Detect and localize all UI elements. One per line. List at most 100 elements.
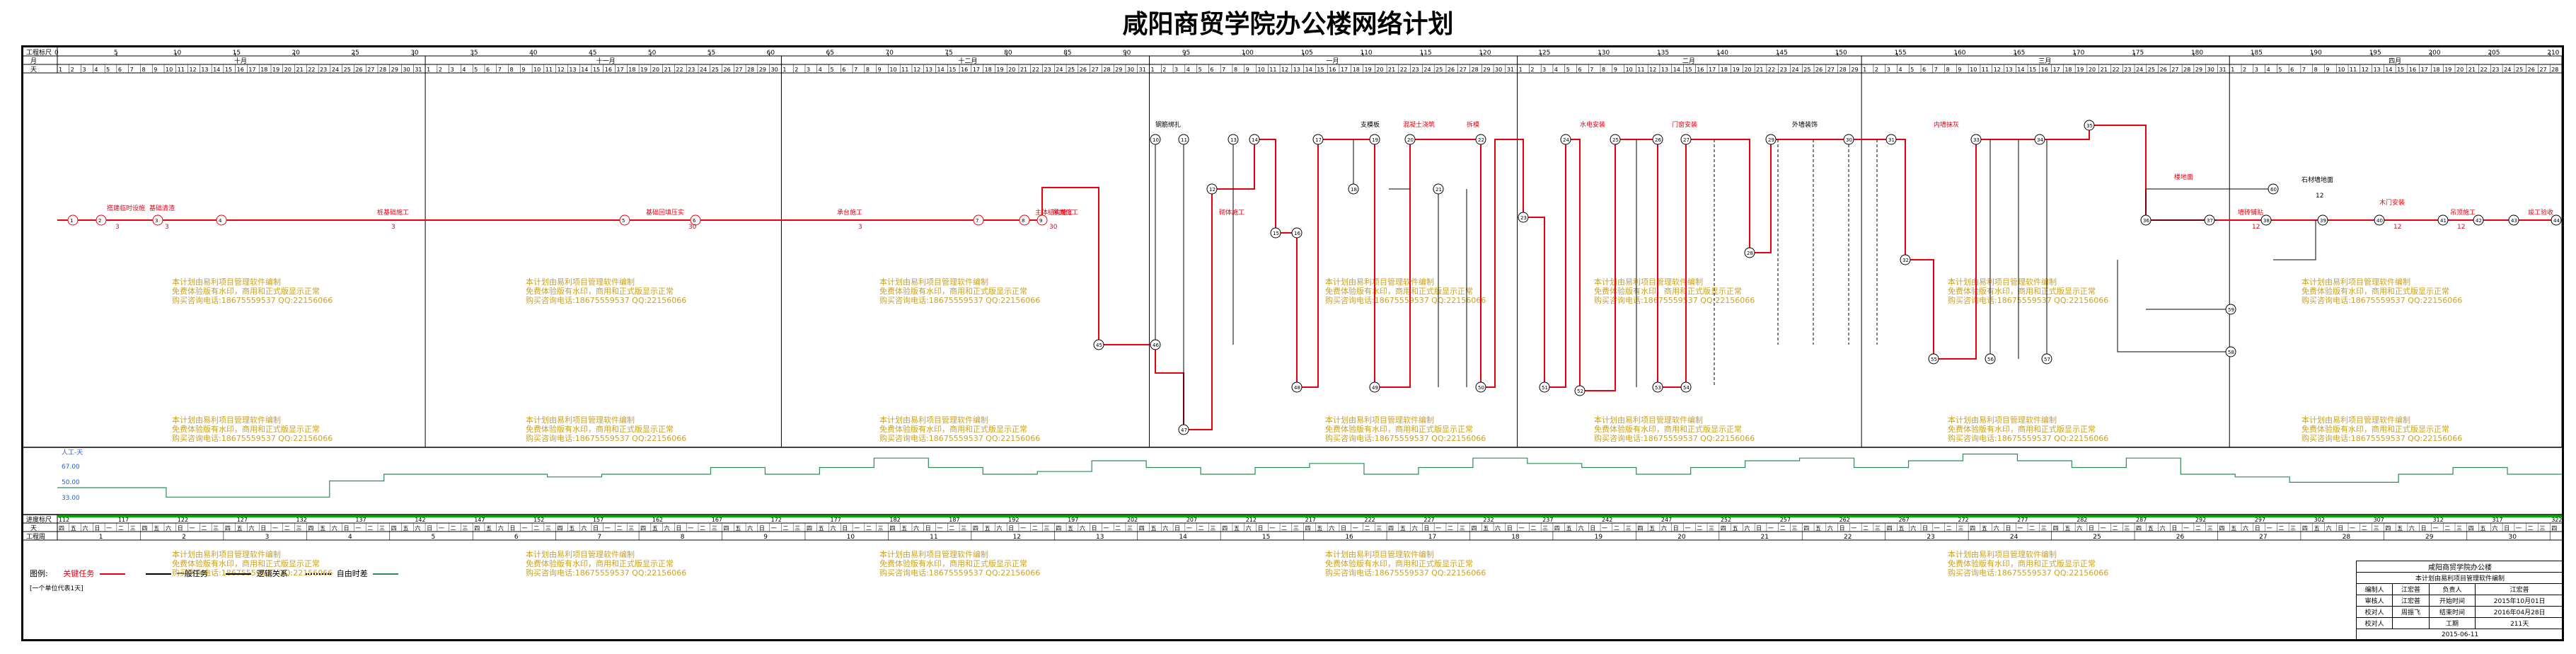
watermark-text: 购买咨询电话:18675559537 QQ:22156066 — [526, 295, 686, 305]
weekday-char: 日 — [178, 525, 183, 532]
network-node-number: 60 — [2270, 187, 2277, 193]
info-editor: 江宏普 — [2392, 583, 2430, 595]
day-number: 5 — [474, 67, 478, 73]
week-number: 1 — [99, 534, 103, 541]
day-number: 6 — [1210, 67, 1213, 73]
watermark-text: 免费体验版有水印，商用和正式版显示正常 — [879, 558, 1027, 568]
week-number: 2 — [182, 534, 186, 541]
task-label-8: 石材墙地面 — [2301, 176, 2333, 184]
weekday-char: 四 — [2136, 525, 2142, 532]
weekday-char: 二 — [1863, 525, 1869, 532]
day-number: 3 — [1887, 67, 1890, 73]
day-number: 29 — [391, 67, 398, 73]
weekday-char: 六 — [1578, 524, 1583, 532]
day-number: 22 — [1032, 67, 1039, 73]
ruler-tick: 120 — [1479, 50, 1491, 57]
weekday-char: 四 — [308, 525, 313, 532]
ruler-tick: 170 — [2072, 50, 2084, 57]
progress-tick: 142 — [415, 517, 425, 523]
task-label-21: 外墙装饰 — [1792, 120, 1818, 129]
progress-tick: 247 — [1661, 517, 1672, 523]
day-number: 24 — [700, 67, 707, 73]
day-number: 19 — [640, 67, 647, 73]
weekday-char: 二 — [2112, 525, 2118, 532]
progress-tick: 182 — [889, 517, 900, 523]
ruler-tick: 155 — [1894, 50, 1906, 57]
day-number: 10 — [533, 67, 541, 73]
network-node — [1178, 134, 1189, 145]
day-number: 24 — [2504, 67, 2511, 73]
network-node — [2225, 346, 2236, 357]
day-number: 1 — [1519, 67, 1523, 73]
weekday-char: 三 — [1293, 525, 1299, 532]
weekday-char: 二 — [1448, 525, 1453, 532]
weekday-char: 二 — [1780, 525, 1786, 532]
day-number: 17 — [2421, 67, 2428, 73]
day-number: 25 — [712, 67, 719, 73]
weekday-char: 二 — [617, 525, 623, 532]
day-number: 7 — [1934, 67, 1938, 73]
day-number: 30 — [2207, 67, 2214, 73]
network-node-number: 24 — [1563, 137, 1569, 143]
day-number: 6 — [1578, 67, 1581, 73]
network-node — [1885, 134, 1897, 145]
day-number: 25 — [2148, 67, 2155, 73]
info-table: 咸阳商贸学院办公楼 本计划由易利项目管理软件编制 编制人 江宏普 负责人 江宏普… — [2355, 561, 2564, 641]
day-number: 2 — [1875, 67, 1878, 73]
weekday-char: 三 — [213, 525, 219, 532]
watermark-text: 本计划由易利项目管理软件编制 — [526, 549, 635, 559]
day-number: 22 — [676, 67, 683, 73]
day-number: 4 — [1554, 67, 1558, 73]
network-node — [1985, 353, 1996, 365]
progress-tick: 147 — [474, 517, 485, 523]
weekday-char: 三 — [628, 525, 634, 532]
weekday-char: 三 — [1210, 525, 1215, 532]
week-number: 8 — [681, 534, 685, 541]
progress-tick: 277 — [2017, 517, 2028, 523]
weekday-char: 三 — [130, 525, 136, 532]
network-node-number: 27 — [1683, 137, 1690, 143]
week-number: 30 — [2509, 534, 2517, 541]
week-number: 22 — [1844, 534, 1852, 541]
day-number: 2 — [2243, 67, 2246, 73]
network-node-number: 28 — [1747, 251, 1753, 256]
week-number: 18 — [1511, 534, 1520, 541]
network-node-number: 3 — [155, 218, 158, 224]
week-number: 10 — [847, 534, 855, 541]
task-label-22: 内墙抹灰 — [1934, 120, 1959, 129]
week-number: 9 — [763, 534, 768, 541]
network-node — [1312, 134, 1324, 145]
day-number: 29 — [1115, 67, 1122, 73]
task-dur-10: 12 — [2393, 224, 2401, 231]
day-number: 25 — [344, 67, 351, 73]
day-number: 17 — [248, 67, 255, 73]
day-number: 22 — [308, 67, 315, 73]
day-number: 24 — [2136, 67, 2143, 73]
weekday-char: 日 — [1922, 525, 1928, 532]
weekday-char: 日 — [2089, 525, 2094, 532]
week-number: 16 — [1345, 534, 1353, 541]
network-node — [1900, 254, 1911, 265]
watermark-text: 免费体验版有水印，商用和正式版显示正常 — [2301, 424, 2449, 434]
ruler-tick: 25 — [351, 50, 359, 57]
network-node — [1093, 339, 1104, 350]
day-number: 29 — [1483, 67, 1490, 73]
day-number: 14 — [937, 67, 945, 73]
weekday-char: 日 — [1507, 525, 1513, 532]
labor-tick: 33.00 — [62, 495, 80, 502]
network-node-number: 20 — [1407, 137, 1414, 143]
day-number: 7 — [2302, 67, 2306, 73]
network-node-number: 53 — [1655, 385, 1661, 391]
network-node — [2140, 214, 2152, 226]
day-number: 16 — [2409, 67, 2416, 73]
info-end: 2016年04月28日 — [2475, 606, 2564, 618]
task-dur-9: 12 — [2252, 224, 2260, 231]
progress-tick: 257 — [1780, 517, 1791, 523]
weekday-char: 四 — [391, 525, 397, 532]
watermark-text: 免费体验版有水印，商用和正式版显示正常 — [1325, 558, 1473, 568]
weekday-char: 一 — [2432, 525, 2438, 532]
legend-free: 自由时差 — [303, 568, 401, 579]
day-number: 11 — [545, 67, 553, 73]
network-node-number: 43 — [2511, 218, 2517, 224]
network-node — [2437, 214, 2449, 226]
